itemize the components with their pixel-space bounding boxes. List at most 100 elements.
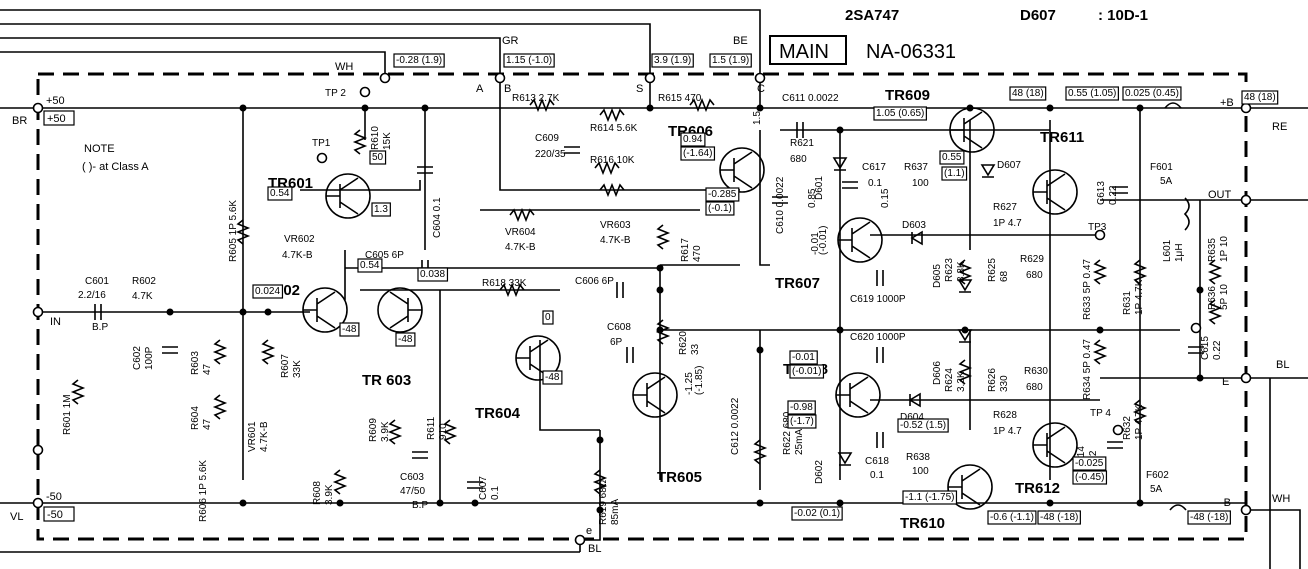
node-s: S bbox=[636, 83, 643, 95]
wire-bl-bottom: BL bbox=[588, 543, 601, 555]
r607-label: R607 bbox=[280, 354, 291, 378]
v_be-box bbox=[709, 53, 752, 68]
c606-label: C606 6P bbox=[575, 276, 614, 287]
v_tr608a-reading: -0.01 bbox=[792, 352, 815, 363]
l601v-label: 1μH bbox=[1174, 243, 1185, 262]
terminal-e bbox=[574, 534, 586, 546]
v_48c-box bbox=[1187, 510, 1231, 525]
c611-label: C611 0.0022 bbox=[782, 93, 839, 104]
v_tr603c-reading: -48 bbox=[398, 334, 413, 345]
v_48b-box bbox=[1037, 510, 1081, 525]
node-c: C bbox=[757, 83, 765, 95]
r623-label: R623 bbox=[944, 258, 955, 282]
v_tr610-reading: -1.1 (-1.75) bbox=[905, 492, 954, 503]
tr601-symbol bbox=[325, 173, 371, 219]
v_48c-reading: -48 (-18) bbox=[1190, 512, 1228, 523]
voltage-labels: -0.28 (1.9)1.15 (-1.0)3.9 (1.9)1.5 (1.9)… bbox=[252, 53, 1279, 525]
v_gr-box bbox=[503, 53, 555, 68]
c610-label: C610 0.0022 bbox=[775, 176, 786, 234]
tr609-label: TR609 bbox=[885, 87, 930, 104]
c601v-label: 2.2/16 bbox=[78, 290, 106, 301]
f601v-label: 5A bbox=[1160, 176, 1173, 187]
v_002-box bbox=[791, 506, 843, 521]
d606-label: D606 bbox=[932, 361, 943, 385]
terminal-tp2 bbox=[359, 86, 371, 98]
wire-in: IN bbox=[50, 316, 61, 328]
board-outline bbox=[36, 72, 1248, 541]
v_s-box bbox=[651, 53, 694, 68]
board-name: NA-06331 bbox=[866, 41, 956, 63]
r626-label: R626 bbox=[987, 368, 998, 392]
c613v-label: 0.22 bbox=[1108, 185, 1119, 205]
v_15-reading: 1.5 bbox=[752, 111, 763, 125]
r632-label: R632 bbox=[1122, 416, 1133, 440]
r629-label: R629 bbox=[1020, 254, 1044, 265]
r619-label: R619 68Ω bbox=[598, 479, 609, 525]
tr606-symbol bbox=[719, 147, 765, 193]
f601-label: F601 bbox=[1150, 162, 1173, 173]
v_0025b-reading: -0.025 bbox=[1075, 458, 1104, 469]
r632v-label: 1P 4.7K bbox=[1134, 404, 1145, 440]
terminal-in bbox=[32, 306, 44, 318]
v_tr601c-reading: 1.3 bbox=[374, 204, 388, 215]
d601-label: D601 bbox=[814, 176, 825, 200]
wire-bl-right: BL bbox=[1276, 359, 1289, 371]
d603-label: D603 bbox=[902, 220, 926, 231]
v_0025c-box bbox=[1072, 470, 1108, 485]
c601bp-label: B.P bbox=[92, 322, 108, 333]
v_48b-reading: -48 (-18) bbox=[1040, 512, 1078, 523]
terminal-neg50 bbox=[32, 497, 44, 509]
v_tr607c-reading: (-0.01) bbox=[818, 226, 829, 255]
diode-symbols bbox=[832, 157, 996, 466]
wire-re: RE bbox=[1272, 121, 1287, 133]
v_d607b-reading: (1.1) bbox=[944, 168, 965, 179]
tr605-symbol bbox=[632, 372, 678, 418]
r631-label: R631 bbox=[1122, 291, 1133, 315]
c618v-label: 0.1 bbox=[870, 470, 884, 481]
tp3-label: TP3 bbox=[1088, 222, 1107, 233]
node-e: e bbox=[586, 525, 592, 537]
c607-label: C607 bbox=[478, 476, 489, 500]
v_s-reading: 3.9 (1.9) bbox=[654, 55, 691, 66]
tr607-label: TR607 bbox=[775, 275, 820, 292]
r604v-label: 47 bbox=[202, 418, 213, 430]
header-part-b: D607 bbox=[1020, 7, 1056, 24]
r616-label: R616 10K bbox=[590, 155, 635, 166]
r637v-label: 100 bbox=[912, 178, 929, 189]
terminal-e-right bbox=[1240, 372, 1252, 384]
tp4-label: TP 4 bbox=[1090, 408, 1111, 419]
tr607-symbol bbox=[837, 217, 883, 263]
c613-label: C613 bbox=[1096, 181, 1107, 205]
r610v-label: 15K bbox=[382, 132, 393, 150]
terminal-c bbox=[754, 72, 766, 84]
c618-label: C618 bbox=[865, 456, 889, 467]
tr609-symbol bbox=[949, 107, 995, 153]
header: 2SA747 D607 : 10D-1 MAIN NA-06331 bbox=[769, 7, 1148, 65]
r604-label: R604 bbox=[190, 406, 201, 430]
v_d607-reading: 0.55 bbox=[942, 152, 962, 163]
v_gr-reading: 1.15 (-1.0) bbox=[506, 55, 552, 66]
c603-label: C603 bbox=[400, 472, 424, 483]
c607v-label: 0.1 bbox=[490, 486, 501, 500]
v_0025-box bbox=[1122, 86, 1182, 101]
d607-label: D607 bbox=[997, 160, 1021, 171]
r602v-label: 4.7K bbox=[132, 291, 153, 302]
r630-label: R630 bbox=[1024, 366, 1048, 377]
r637-label: R637 bbox=[904, 162, 928, 173]
v_4808-box bbox=[1241, 90, 1279, 105]
v_tr606e-reading: -0.285 bbox=[708, 189, 737, 200]
r609-label: R609 bbox=[368, 418, 379, 442]
v_tr604b-reading: 0 bbox=[545, 312, 551, 323]
tr603-symbol bbox=[377, 287, 423, 333]
wire-out: OUT bbox=[1208, 189, 1232, 201]
v_tr609-box bbox=[873, 106, 927, 121]
r634-label: R634 5P 0.47 bbox=[1082, 339, 1093, 400]
r627v-label: 1P 4.7 bbox=[993, 218, 1022, 229]
r608-label: R608 bbox=[312, 481, 323, 505]
v_tr608b-box bbox=[789, 364, 825, 379]
external-wires bbox=[0, 9, 1308, 569]
r628-label: R628 bbox=[993, 410, 1017, 421]
d605-label: D605 bbox=[932, 264, 943, 288]
c609-label: C609 bbox=[535, 133, 559, 144]
c605-label: C605 6P bbox=[365, 250, 404, 261]
